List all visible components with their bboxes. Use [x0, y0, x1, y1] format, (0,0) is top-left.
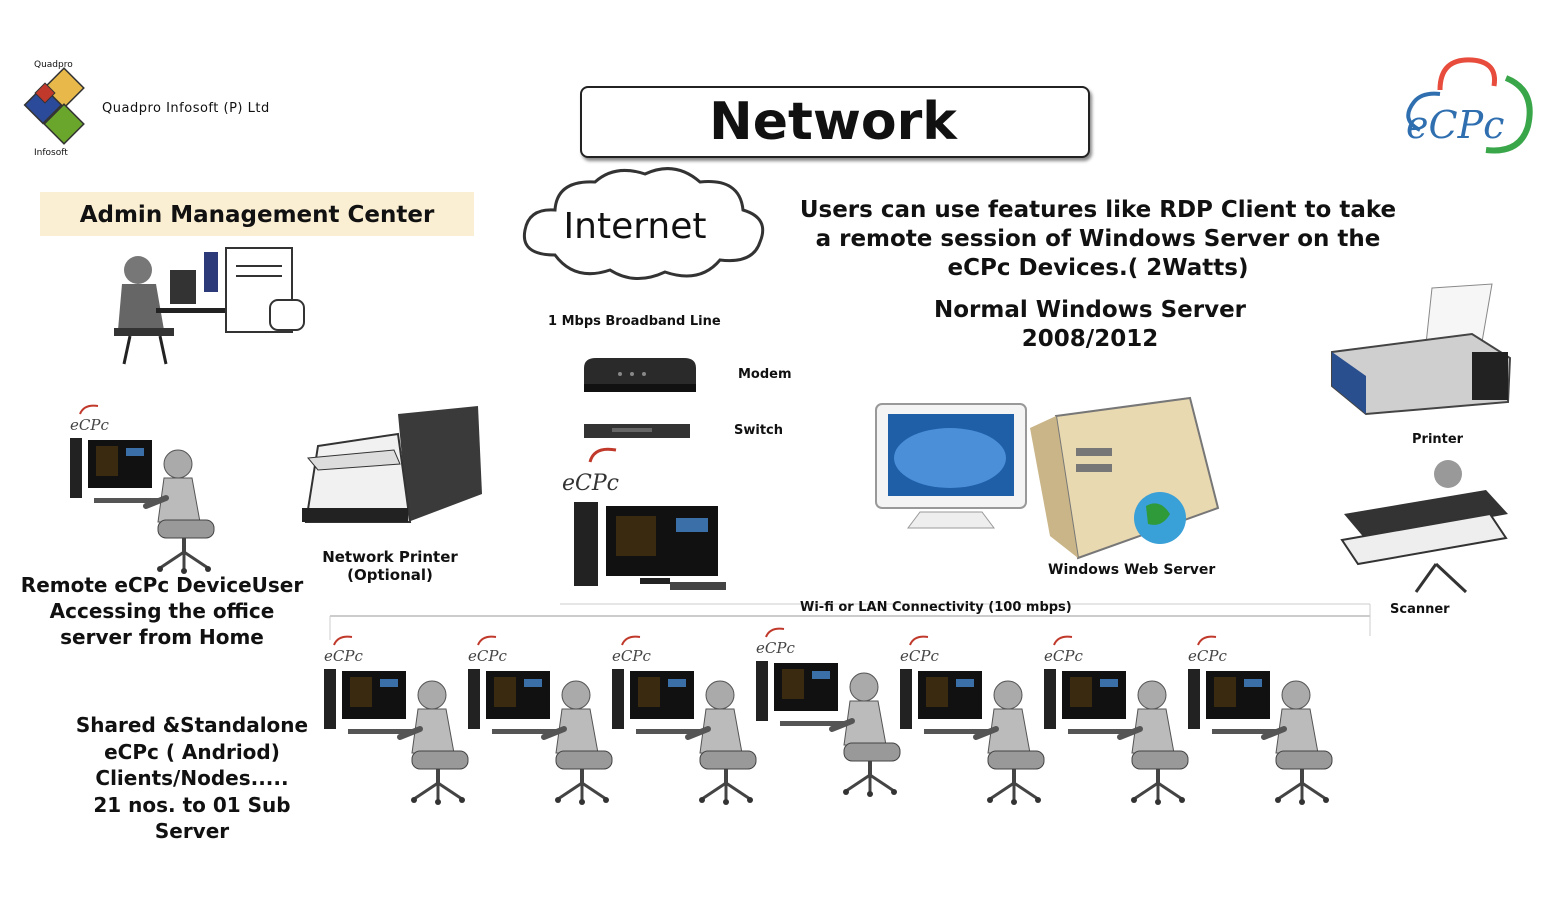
printer-label: Printer [1412, 432, 1464, 447]
remote-user-label: Remote eCPc DeviceUser Accessing the off… [14, 572, 310, 650]
connectivity-label: Wi-fi or LAN Connectivity (100 mbps) [800, 600, 1072, 615]
logo-bottom-text: Infosoft [34, 148, 68, 158]
client-node-5-icon: eCPc [900, 635, 1045, 805]
svg-text:eCPc: eCPc [612, 647, 651, 665]
ecpc-logo-icon: eCPc [1406, 57, 1533, 154]
network-printer-line1: Network Printer [322, 548, 458, 566]
clients-line4: 21 nos. to 01 Sub [93, 792, 291, 817]
modem-label: Modem [738, 367, 792, 382]
internet-cloud-icon [522, 167, 765, 280]
client-node-4-icon: eCPc [756, 627, 901, 797]
internet-label: Internet [563, 206, 707, 247]
page-title: Network [709, 92, 957, 152]
svg-text:eCPc: eCPc [70, 416, 109, 434]
client-node-1-icon: eCPc [324, 635, 469, 805]
client-node-3-icon: eCPc [612, 635, 757, 805]
remote-user-line3: server from Home [60, 625, 264, 649]
remote-user-workstation-icon: eCPc [70, 404, 215, 574]
remote-user-line1: Remote eCPc DeviceUser [20, 573, 304, 597]
quadpro-logo-icon [23, 67, 85, 145]
scanner-icon [1340, 460, 1508, 594]
client-node-7-icon: eCPc [1188, 635, 1333, 805]
logo-top-text: Quadpro [34, 60, 73, 70]
network-printer-line2: (Optional) [347, 566, 433, 584]
svg-text:eCPc: eCPc [324, 647, 363, 665]
server-note: Normal Windows Server 2008/2012 [900, 296, 1280, 354]
clients-line5: Server [154, 819, 230, 843]
clients-line2: eCPc ( Andriod) [104, 739, 280, 764]
client-node-6-icon: eCPc [1044, 635, 1189, 805]
svg-text:eCPc: eCPc [1406, 103, 1504, 147]
svg-text:eCPc: eCPc [900, 647, 939, 665]
network-printer-icon [302, 406, 482, 523]
admin-center-banner [40, 192, 474, 236]
server-note-line1: Normal Windows Server [933, 297, 1247, 323]
remote-user-line2: Accessing the office [49, 599, 275, 623]
clients-label: Shared &Standalone eCPc ( Andriod) Clien… [72, 712, 312, 845]
svg-text:eCPc: eCPc [1044, 647, 1083, 665]
svg-text:eCPc: eCPc [468, 647, 507, 665]
server-note-line2: 2008/2012 [1021, 326, 1159, 352]
switch-label: Switch [734, 423, 784, 438]
windows-web-server-icon [875, 396, 1220, 560]
printer-icon [1331, 283, 1512, 416]
client-node-2-icon: eCPc [468, 635, 613, 805]
scanner-label: Scanner [1390, 602, 1450, 617]
web-server-label: Windows Web Server [1048, 562, 1216, 578]
clients-line1: Shared &Standalone [75, 713, 309, 737]
company-name: Quadpro Infosoft (P) Ltd [102, 101, 270, 116]
admin-center-label: Admin Management Center [79, 202, 435, 228]
modem-icon [584, 358, 696, 392]
central-ecpc-desktop-icon: eCPc [562, 447, 726, 590]
admin-workstation-icon [114, 247, 305, 365]
svg-text:eCPc: eCPc [562, 471, 619, 496]
title-box [580, 86, 1090, 158]
switch-icon [584, 424, 690, 438]
svg-text:eCPc: eCPc [1188, 647, 1227, 665]
broadband-label: 1 Mbps Broadband Line [548, 314, 721, 329]
clients-line3: Clients/Nodes..... [95, 766, 289, 790]
svg-text:eCPc: eCPc [756, 639, 795, 657]
rdp-users-note: Users can use features like RDP Client t… [799, 197, 1397, 281]
network-printer-label: Network Printer (Optional) [300, 548, 480, 584]
